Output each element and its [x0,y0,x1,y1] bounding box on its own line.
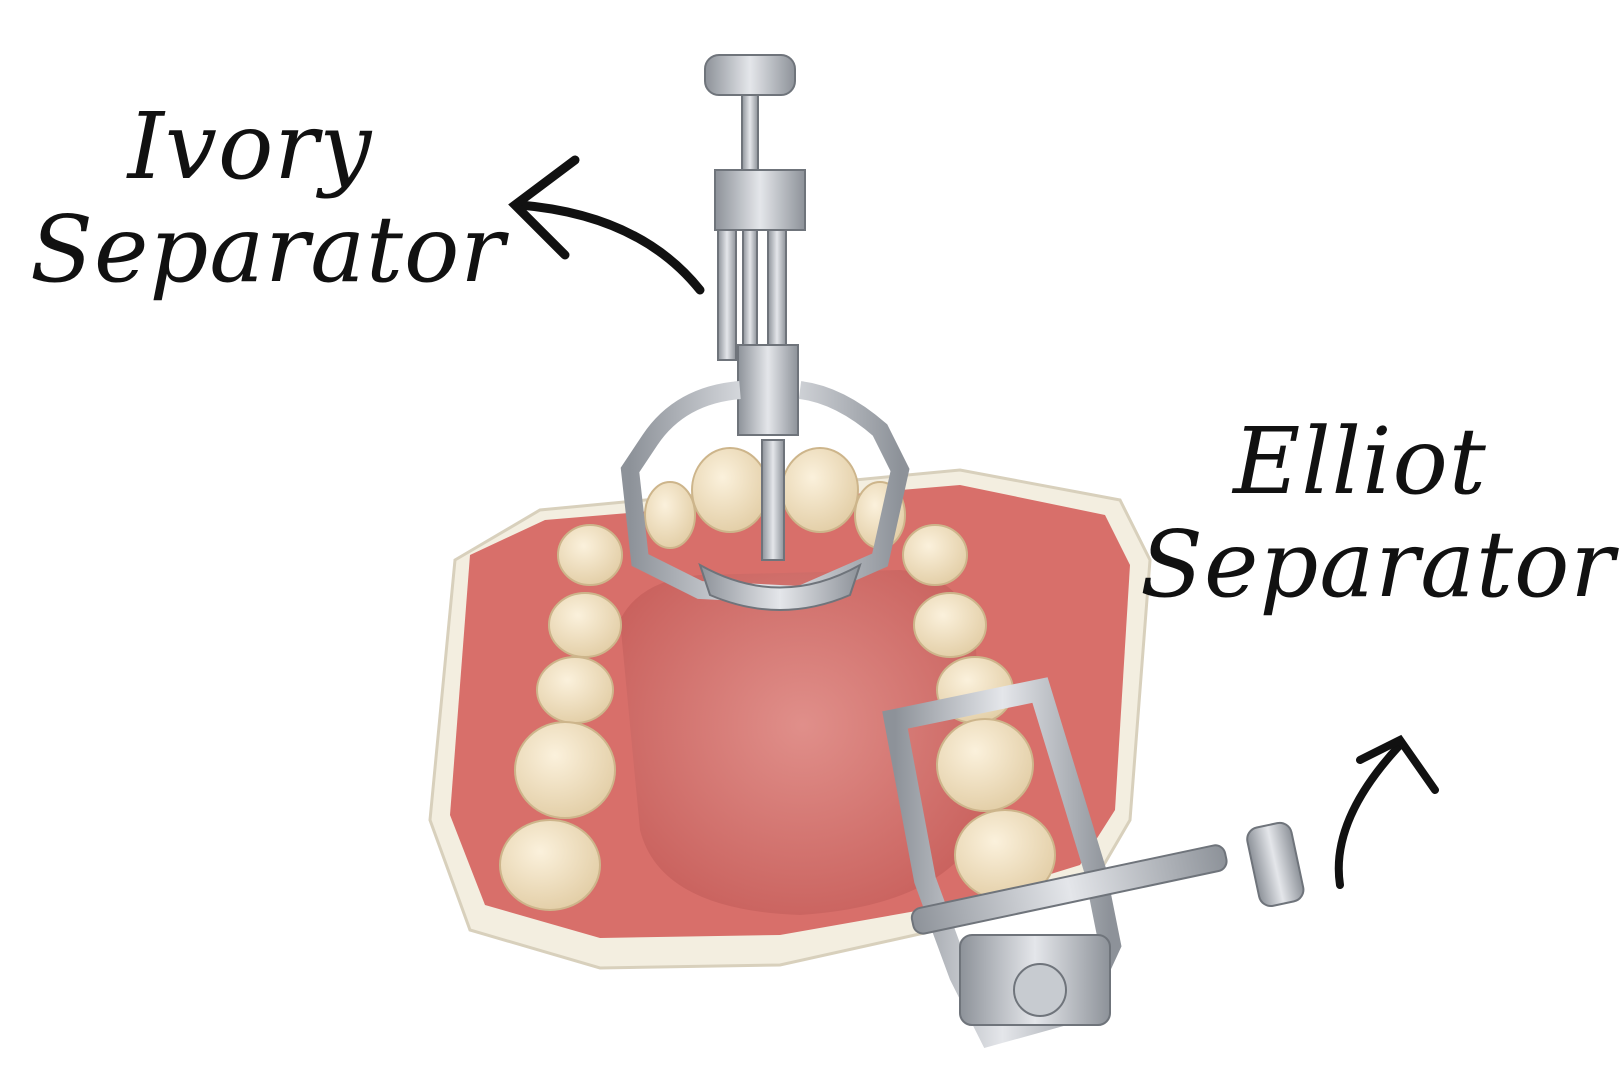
ivory-separator-tool [620,54,910,611]
elliot-separator-tool [882,677,1305,1049]
ivory-separator-label: Ivory Separator [30,93,506,304]
elliot-separator-label: Elliot Separator [1140,408,1616,619]
arrow-ivory [508,155,705,295]
elliot-label-line2: Separator [1140,511,1616,619]
ivory-label-line1: Ivory [127,93,373,200]
arrow-elliot [1334,734,1439,889]
teeth [499,447,1056,911]
elliot-knob [1246,821,1305,908]
palate [620,570,985,915]
ivory-label-line2: Separator [30,196,506,304]
ivory-knob [704,54,796,96]
elliot-label-line1: Elliot [1233,408,1487,515]
